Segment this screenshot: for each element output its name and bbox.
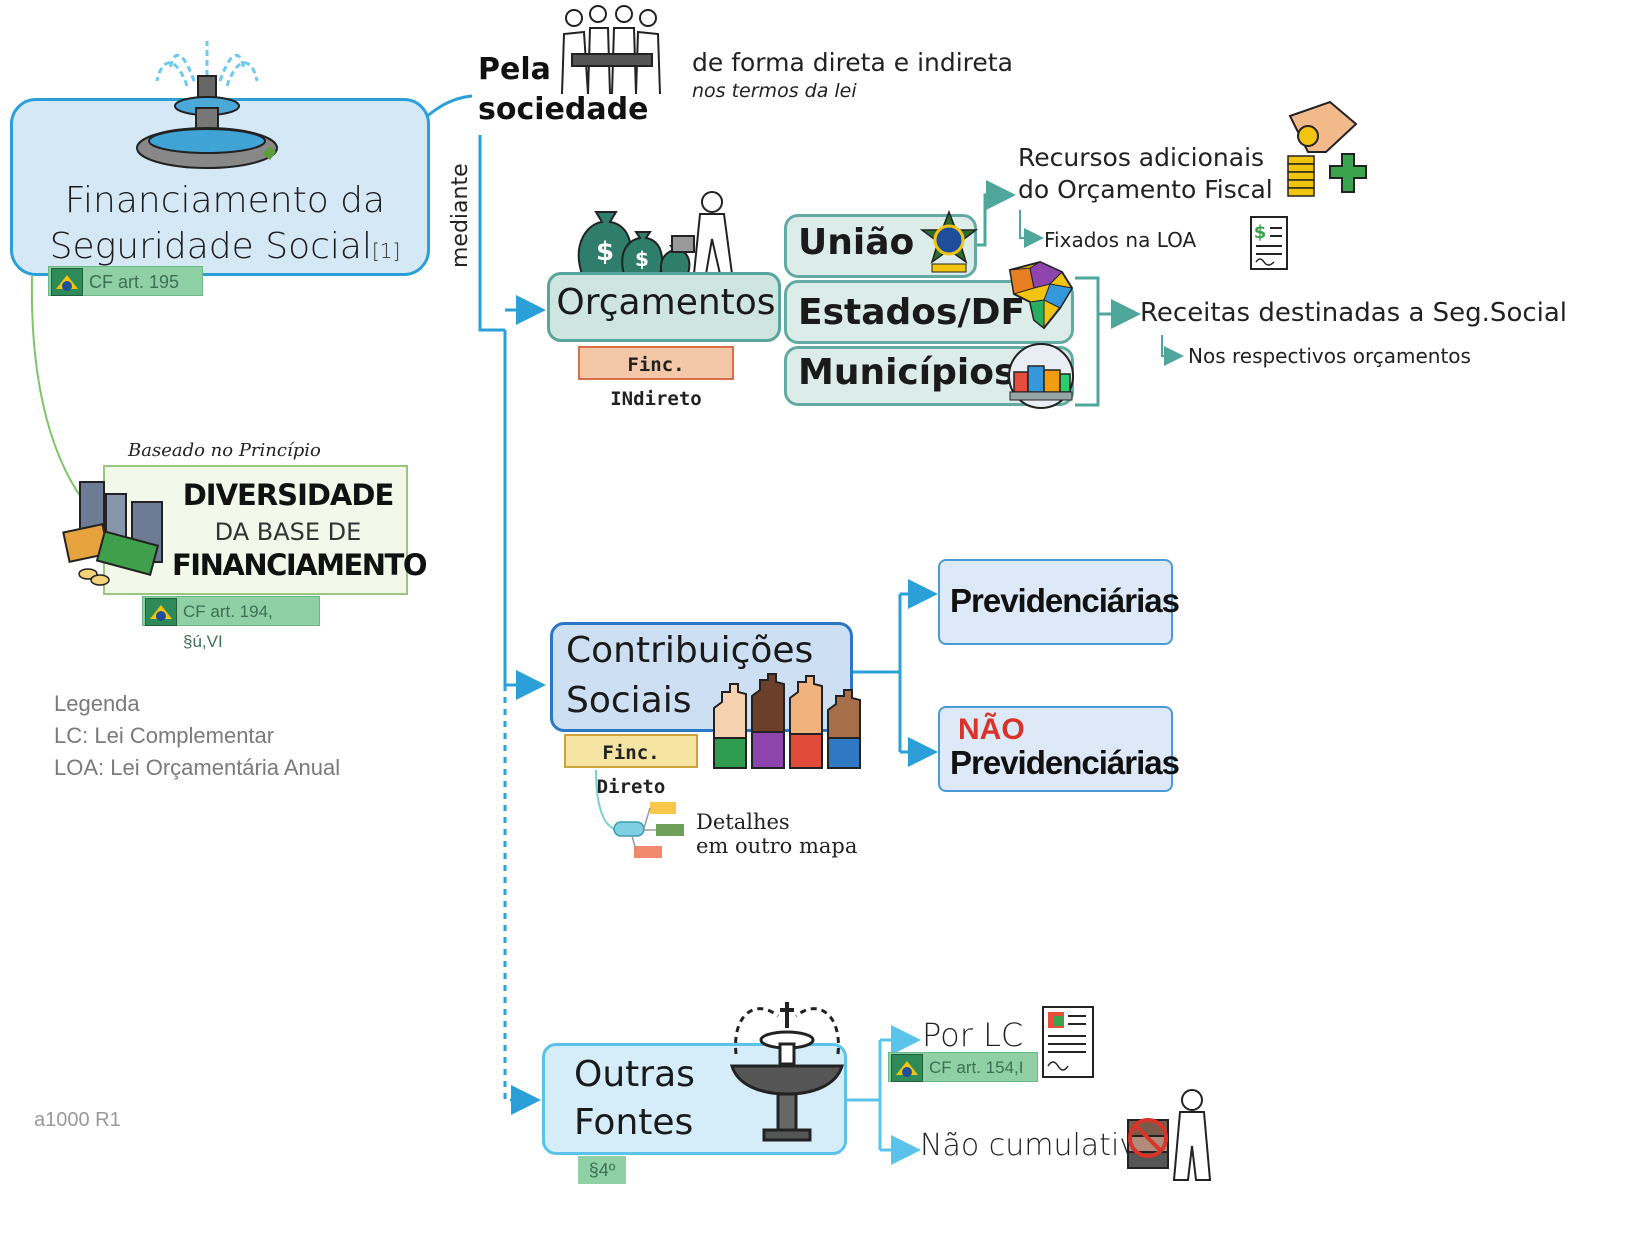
- brazil-flag-icon: [51, 268, 83, 296]
- legenda-title: Legenda: [54, 691, 140, 716]
- contribuicoes-line2: Sociais: [566, 680, 692, 721]
- fountain-icon: [136, 41, 278, 169]
- nao-previdenciarias-node[interactable]: [938, 706, 1173, 792]
- svg-text:$: $: [1254, 222, 1267, 243]
- mediante-label: mediante: [448, 163, 473, 268]
- pela-line2: sociedade: [478, 92, 649, 127]
- cf-194-badge[interactable]: CF art. 194, §ú,VI: [142, 596, 320, 651]
- people-group-icon: [561, 5, 661, 95]
- orcamentos-node[interactable]: [547, 272, 781, 342]
- finc-direto-ribbon: Finc. Direto: [564, 734, 698, 798]
- detalhes-line2: em outro mapa: [696, 834, 858, 858]
- city-icon: [1008, 343, 1074, 409]
- pela-detail1: de forma direta e indireta: [692, 48, 1013, 77]
- version-label: a1000 R1: [34, 1109, 121, 1131]
- uniao-label: União: [798, 222, 915, 263]
- cf-154-label: CF art. 154,I: [929, 1058, 1024, 1077]
- main-note: [1]: [371, 239, 401, 263]
- main-title: Financiamento da Seguridade Social[1]: [20, 178, 430, 274]
- mindmap-icon: [613, 802, 684, 858]
- contribuicoes-line1: Contribuições: [566, 630, 814, 671]
- cf-194-label: CF art. 194, §ú,VI: [183, 602, 273, 651]
- outras-line2: Fontes: [574, 1102, 694, 1143]
- cf-195-label: CF art. 195: [89, 272, 180, 292]
- cf-154-badge[interactable]: CF art. 154,I: [888, 1052, 1038, 1082]
- outras-line1: Outras: [574, 1054, 695, 1095]
- nao-label: NÃO: [958, 713, 1025, 746]
- recursos-line1: Recursos adicionais: [1018, 143, 1265, 172]
- nao-cumulativo-label: Não cumulativo: [920, 1128, 1156, 1163]
- fixados-label: Fixados na LOA: [1044, 228, 1197, 252]
- orcamentos-label: Orçamentos: [556, 282, 776, 323]
- brazil-map-icon: [1008, 260, 1074, 330]
- main-title-line2: Seguridade Social: [49, 226, 372, 267]
- main-title-line1: Financiamento da: [64, 180, 386, 221]
- detalhes-line1: Detalhes: [696, 810, 790, 834]
- legenda-loa: LOA: Lei Orçamentária Anual: [54, 755, 341, 780]
- svg-text:$: $: [596, 237, 614, 267]
- law-document-icon: [1042, 1006, 1094, 1078]
- no-stacking-icon: [1127, 1089, 1212, 1181]
- legenda-lc: LC: Lei Complementar: [54, 723, 275, 748]
- paragrafo-4-badge[interactable]: §4º: [578, 1156, 626, 1184]
- legenda: Legenda LC: Lei Complementar LOA: Lei Or…: [54, 688, 340, 784]
- nao-previdenciarias-label: Previdenciárias: [950, 744, 1180, 781]
- coins-plus-icon: [1287, 100, 1367, 197]
- svg-text:$: $: [635, 247, 649, 271]
- city-money-icon: [62, 481, 163, 586]
- document-money-icon: $: [1250, 216, 1288, 270]
- pela-detail2: nos termos da lei: [692, 80, 857, 102]
- money-bags-icon: $ $: [577, 191, 734, 275]
- brazil-flag-icon: [145, 598, 177, 626]
- finc-indireto-ribbon: Finc. INdireto: [578, 346, 734, 410]
- cf-195-badge[interactable]: CF art. 195: [48, 266, 203, 296]
- fountain-icon: [729, 1002, 845, 1142]
- brasao-icon: [919, 210, 979, 273]
- municipios-label: Municípios: [798, 352, 1016, 393]
- previdenciarias-label: Previdenciárias: [950, 582, 1180, 619]
- principio-line3: FINANCIAMENTO: [172, 548, 427, 582]
- raised-hands-icon: [713, 673, 861, 769]
- receitas-label: Receitas destinadas a Seg.Social: [1140, 298, 1568, 328]
- pela-line1: Pela: [478, 52, 551, 87]
- estados-label: Estados/DF: [798, 292, 1026, 333]
- recursos-line2: do Orçamento Fiscal: [1018, 175, 1273, 204]
- brazil-flag-icon: [891, 1054, 923, 1082]
- principio-line2: DA BASE DE: [214, 518, 362, 546]
- principio-line1: DIVERSIDADE: [182, 478, 395, 512]
- respectivos-label: Nos respectivos orçamentos: [1188, 344, 1471, 368]
- por-lc-label: Por LC: [922, 1016, 1024, 1054]
- principio-caption: Baseado no Princípio: [128, 440, 321, 461]
- previdenciarias-node[interactable]: [938, 559, 1173, 645]
